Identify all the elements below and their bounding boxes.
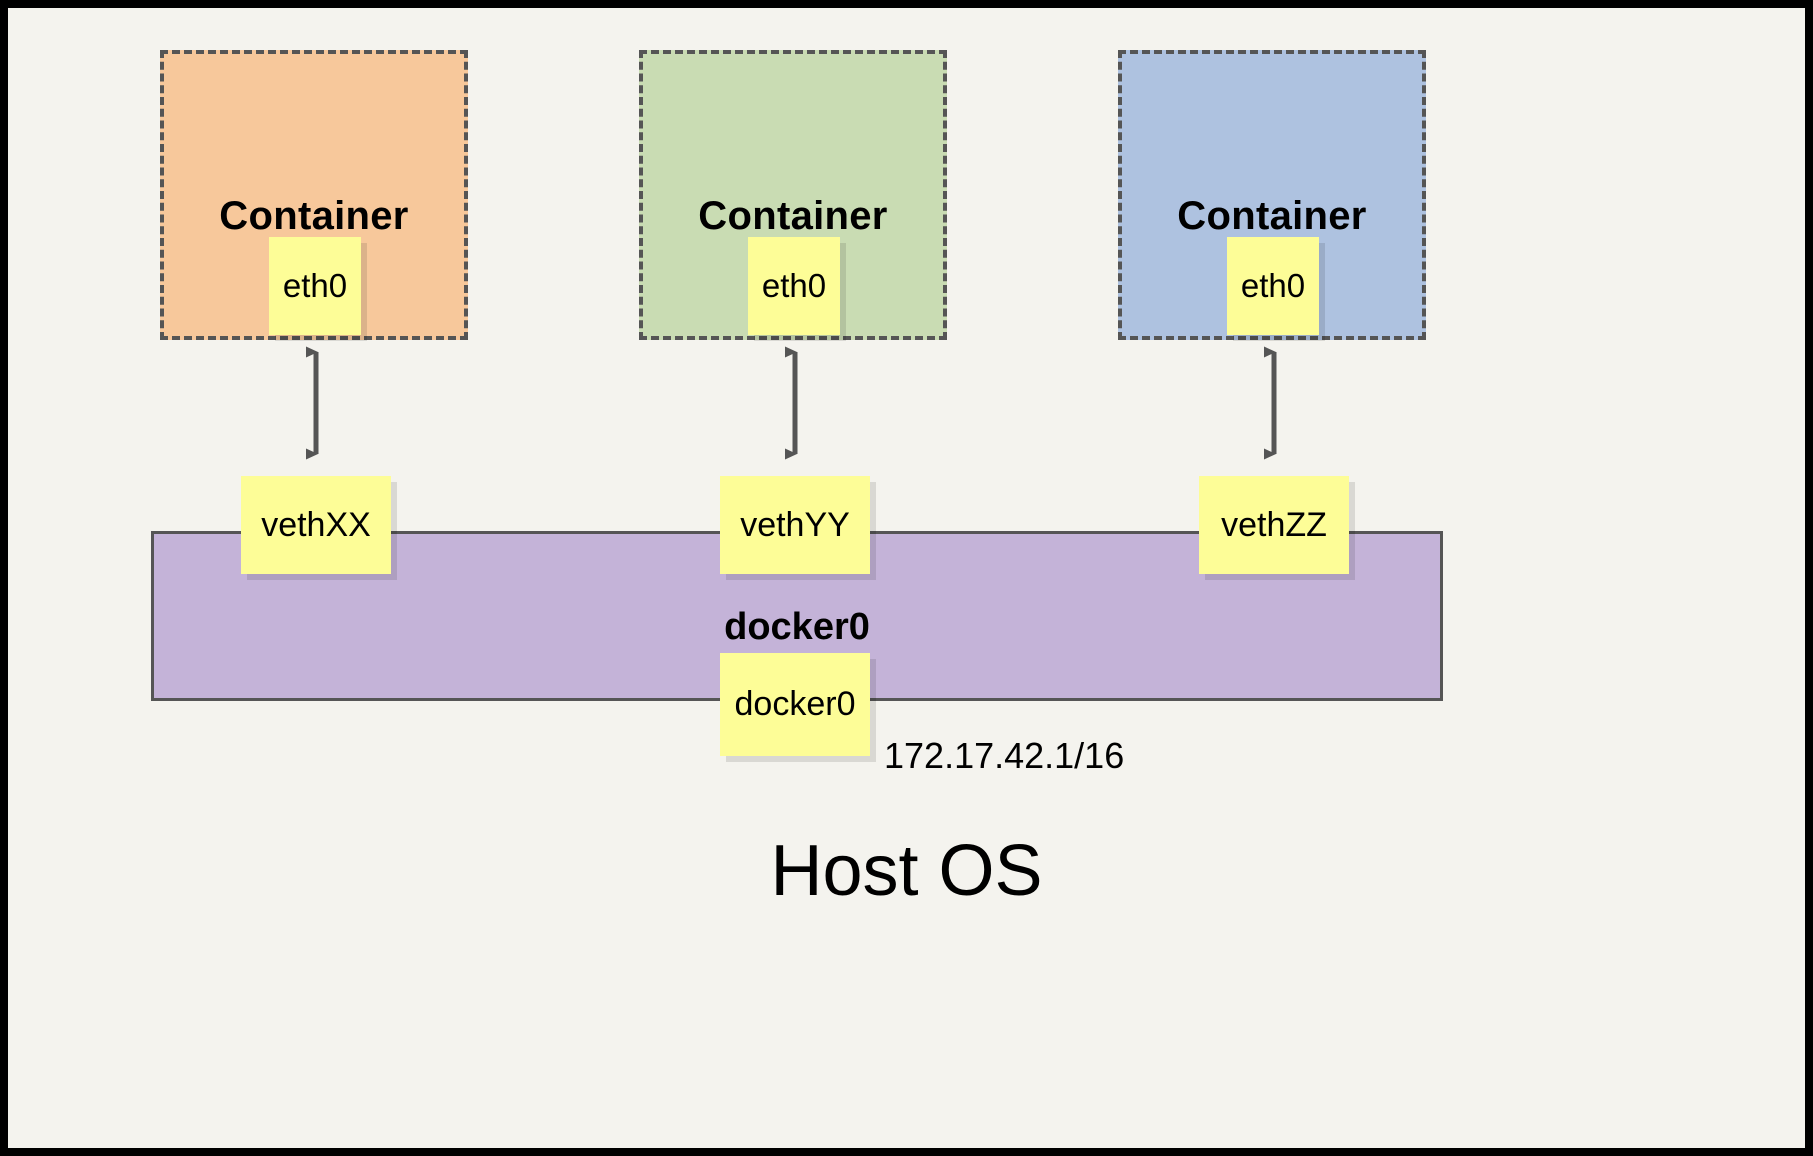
- veth-note-3: vethZZ: [1199, 476, 1349, 574]
- container-title-3: Container: [1177, 194, 1367, 238]
- container-title-2: Container: [698, 194, 888, 238]
- double-headed-arrow-3: [1254, 338, 1277, 468]
- double-headed-arrow-2: [775, 338, 798, 468]
- docker0-ip-label: 172.17.42.1/16: [884, 735, 1125, 776]
- eth0-note-1: eth0: [269, 237, 361, 335]
- veth-note-1: vethXX: [241, 476, 391, 574]
- double-headed-arrow-1: [296, 338, 319, 468]
- host-os-title: Host OS: [770, 831, 1043, 911]
- eth0-note-2: eth0: [748, 237, 840, 335]
- diagram-stage: Container eth0 Container eth0 Container …: [8, 8, 1805, 1148]
- eth0-note-3: eth0: [1227, 237, 1319, 335]
- docker0-port-note: docker0: [720, 653, 870, 756]
- docker0-bar-label: docker0: [724, 606, 870, 648]
- container-title-1: Container: [219, 194, 409, 238]
- veth-note-2: vethYY: [720, 476, 870, 574]
